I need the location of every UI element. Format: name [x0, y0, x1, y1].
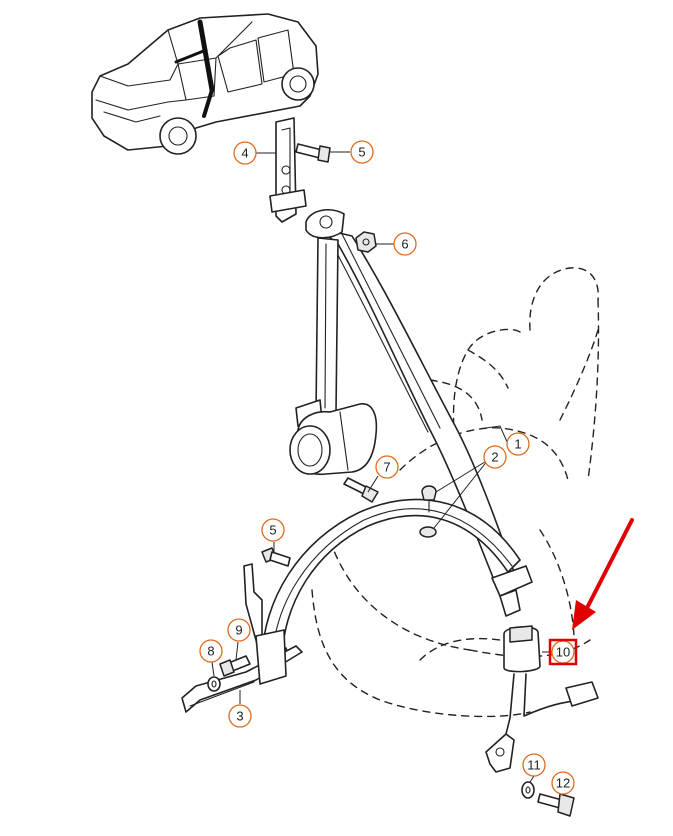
car-thumbnail-icon	[91, 13, 319, 155]
latch-plate	[491, 565, 533, 617]
svg-text:8: 8	[207, 644, 214, 659]
washer-icon	[521, 781, 535, 799]
svg-text:10: 10	[556, 645, 570, 660]
callout-10: 10	[551, 640, 575, 664]
callout-6: 6	[393, 232, 417, 256]
callout-7: 7	[375, 455, 399, 479]
callout-8: 8	[199, 639, 223, 663]
svg-text:4: 4	[241, 146, 248, 161]
callout-5-lower: 5	[261, 518, 285, 542]
lap-belt-webbing	[261, 498, 521, 663]
lower-anchor-rail	[181, 563, 303, 713]
callout-11: 11	[522, 753, 546, 777]
svg-text:9: 9	[235, 623, 242, 638]
callout-2: 2	[483, 445, 507, 469]
callout-9: 9	[227, 618, 251, 642]
belt-retractor	[289, 399, 378, 476]
washer-icon	[207, 676, 221, 692]
clip-icon	[419, 485, 437, 538]
bolt-icon	[295, 143, 331, 163]
upper-guide-bracket	[269, 117, 345, 239]
svg-text:5: 5	[269, 523, 276, 538]
nut-icon	[355, 231, 377, 253]
svg-text:7: 7	[383, 460, 390, 475]
upper-belt-webbing	[315, 227, 515, 581]
bolt-icon	[261, 547, 291, 567]
bolt-icon	[343, 477, 379, 503]
callout-5-top: 5	[350, 140, 374, 164]
svg-text:5: 5	[358, 145, 365, 160]
svg-text:6: 6	[401, 237, 408, 252]
svg-text:11: 11	[527, 758, 541, 773]
highlight-box	[548, 638, 578, 666]
svg-text:1: 1	[514, 437, 521, 452]
callout-3: 3	[228, 704, 252, 728]
svg-text:2: 2	[491, 450, 498, 465]
svg-text:12: 12	[556, 776, 570, 791]
callout-4: 4	[233, 141, 257, 165]
seat-belt-buckle	[485, 625, 599, 773]
bolt-icon	[537, 793, 575, 817]
callout-12: 12	[551, 771, 575, 795]
pointer-arrow-icon	[572, 518, 634, 630]
svg-text:3: 3	[236, 709, 243, 724]
callout-1: 1	[506, 432, 530, 456]
bolt-icon	[219, 655, 251, 677]
